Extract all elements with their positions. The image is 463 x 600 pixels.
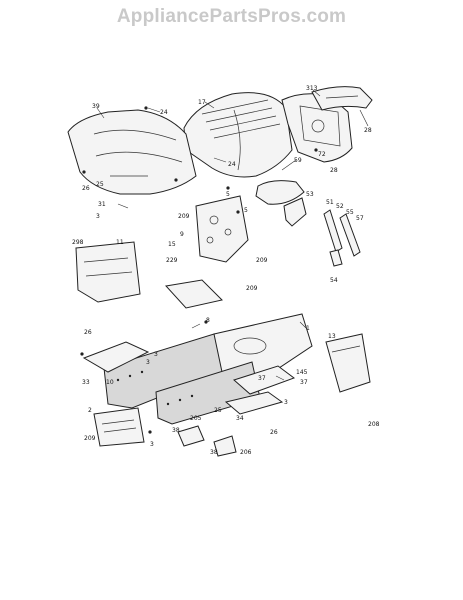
label-5: 5 [226, 191, 230, 198]
label-26-c: 26 [270, 429, 278, 436]
label-26-b: 26 [84, 329, 92, 336]
label-17: 17 [198, 99, 206, 106]
label-51: 51 [326, 199, 334, 206]
label-209-d: 209 [84, 435, 96, 442]
label-34: 34 [236, 415, 244, 422]
label-209-b: 209 [256, 257, 268, 264]
label-24: 24 [160, 109, 168, 116]
battery-tray[interactable] [165, 279, 223, 309]
label-8: 8 [206, 317, 210, 324]
label-229: 229 [166, 257, 178, 264]
label-145: 145 [296, 369, 308, 376]
label-38: 38 [172, 427, 180, 434]
left-side-bracket[interactable] [75, 241, 141, 303]
right-footrest[interactable] [224, 365, 296, 415]
fender-bracket[interactable] [283, 197, 307, 227]
label-72: 72 [318, 151, 326, 158]
label-10: 10 [106, 379, 114, 386]
label-25: 25 [96, 181, 104, 188]
watermark: AppliancePartsPros.com [116, 6, 347, 27]
label-31: 31 [98, 201, 106, 208]
label-52: 52 [336, 203, 344, 210]
label-38-b: 38 [210, 449, 218, 456]
pedestal[interactable] [195, 195, 249, 263]
label-54: 54 [330, 277, 338, 284]
lift-arm-assembly[interactable] [323, 209, 361, 267]
label-298: 298 [72, 239, 84, 246]
part-labels: 39 24 17 313 28 26 25 24 59 72 28 31 3 5… [72, 85, 380, 456]
label-55: 55 [346, 209, 354, 216]
label-3-d: 3 [284, 399, 288, 406]
label-15: 15 [168, 241, 176, 248]
label-5-b: 5 [244, 207, 248, 214]
label-3-b: 3 [154, 351, 158, 358]
label-313: 313 [306, 85, 318, 92]
label-28-top: 28 [364, 127, 372, 134]
leader-lines [96, 89, 369, 381]
rear-panel[interactable] [325, 333, 371, 393]
label-3-e: 3 [150, 441, 154, 448]
label-53: 53 [306, 191, 314, 198]
hardware [80, 106, 318, 434]
axle-brackets[interactable] [177, 425, 237, 457]
bumper-bracket[interactable] [311, 86, 373, 111]
grille-housing[interactable] [281, 93, 353, 163]
label-1: 1 [306, 325, 310, 332]
label-2: 2 [88, 407, 92, 414]
label-3-c: 3 [146, 359, 150, 366]
label-33: 33 [82, 379, 90, 386]
dash-panel[interactable] [67, 109, 197, 195]
label-28-b: 28 [330, 167, 338, 174]
label-57: 57 [356, 215, 364, 222]
label-209: 209 [178, 213, 190, 220]
chassis-frame[interactable] [103, 313, 313, 425]
label-13: 13 [328, 333, 336, 340]
label-59: 59 [294, 157, 302, 164]
label-9: 9 [180, 231, 184, 238]
hood[interactable] [183, 92, 293, 178]
label-37: 37 [300, 379, 308, 386]
label-24-b: 24 [228, 161, 236, 168]
label-209-c: 209 [246, 285, 258, 292]
label-25-b: 25 [214, 407, 222, 414]
hood-support[interactable] [255, 180, 305, 205]
label-37-b: 37 [258, 375, 266, 382]
left-footrest[interactable] [82, 341, 150, 373]
front-bracket[interactable] [93, 407, 145, 447]
label-26: 26 [82, 185, 90, 192]
label-208: 208 [368, 421, 380, 428]
label-11: 11 [116, 239, 124, 246]
label-39: 39 [92, 103, 100, 110]
label-3: 3 [96, 213, 100, 220]
label-205: 205 [190, 415, 202, 422]
label-206: 206 [240, 449, 252, 456]
